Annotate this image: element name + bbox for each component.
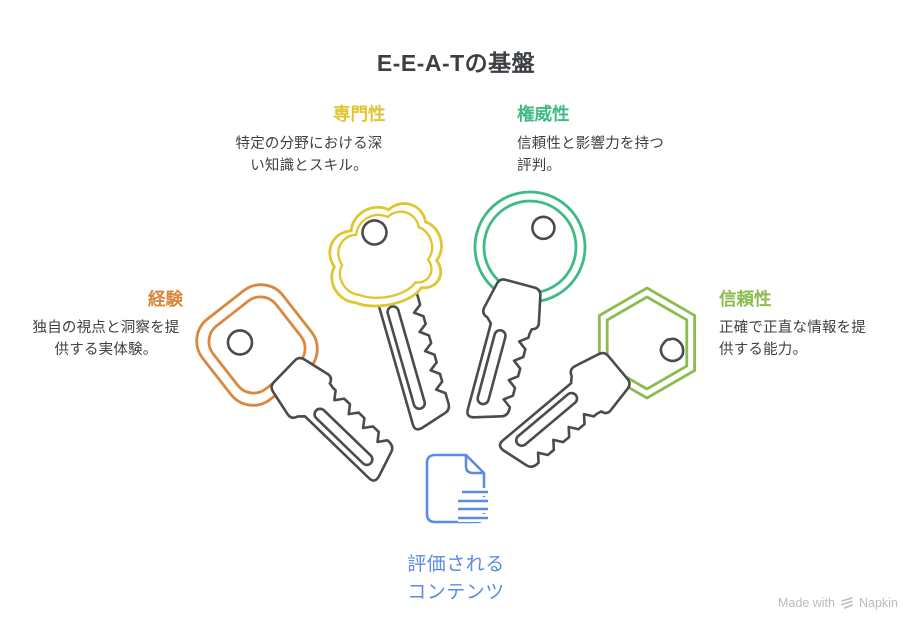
center-caption-line1: 評価される (407, 554, 505, 575)
key-icon-trustworthiness (498, 286, 697, 469)
label-trustworthiness: 信頼性 (719, 289, 772, 309)
keyhole (226, 329, 254, 356)
description-expertise: 特定の分野における深い知識とスキル。 (235, 136, 383, 174)
center-caption: 評価される コンテンツ (366, 551, 546, 607)
keyhole (659, 337, 685, 363)
label-experience: 経験 (148, 289, 183, 309)
key-icon-authoritativeness (466, 190, 587, 419)
key-icon-experience (195, 283, 394, 482)
brand-name: Napkin (858, 596, 898, 610)
key-icon-expertise (328, 202, 451, 431)
made-with-text: Made with (778, 596, 835, 610)
page-title: E-E-A-Tの基盤 (376, 50, 536, 76)
document-icon (425, 453, 488, 524)
napkin-logo-icon (841, 597, 853, 609)
label-expertise: 専門性 (333, 104, 386, 124)
footer-credit[interactable]: Made with Napkin (778, 596, 898, 610)
keyhole (531, 215, 556, 241)
description-experience: 独自の視点と洞察を提供する実体験。 (32, 320, 180, 358)
center-caption-line2: コンテンツ (407, 582, 505, 603)
document-text-lines (458, 488, 488, 522)
keyhole (361, 219, 388, 246)
label-authoritativeness: 権威性 (517, 104, 570, 124)
description-authoritativeness: 信頼性と影響力を持つ評判。 (517, 136, 664, 174)
description-trustworthiness: 正確で正直な情報を提供する能力。 (719, 320, 866, 358)
